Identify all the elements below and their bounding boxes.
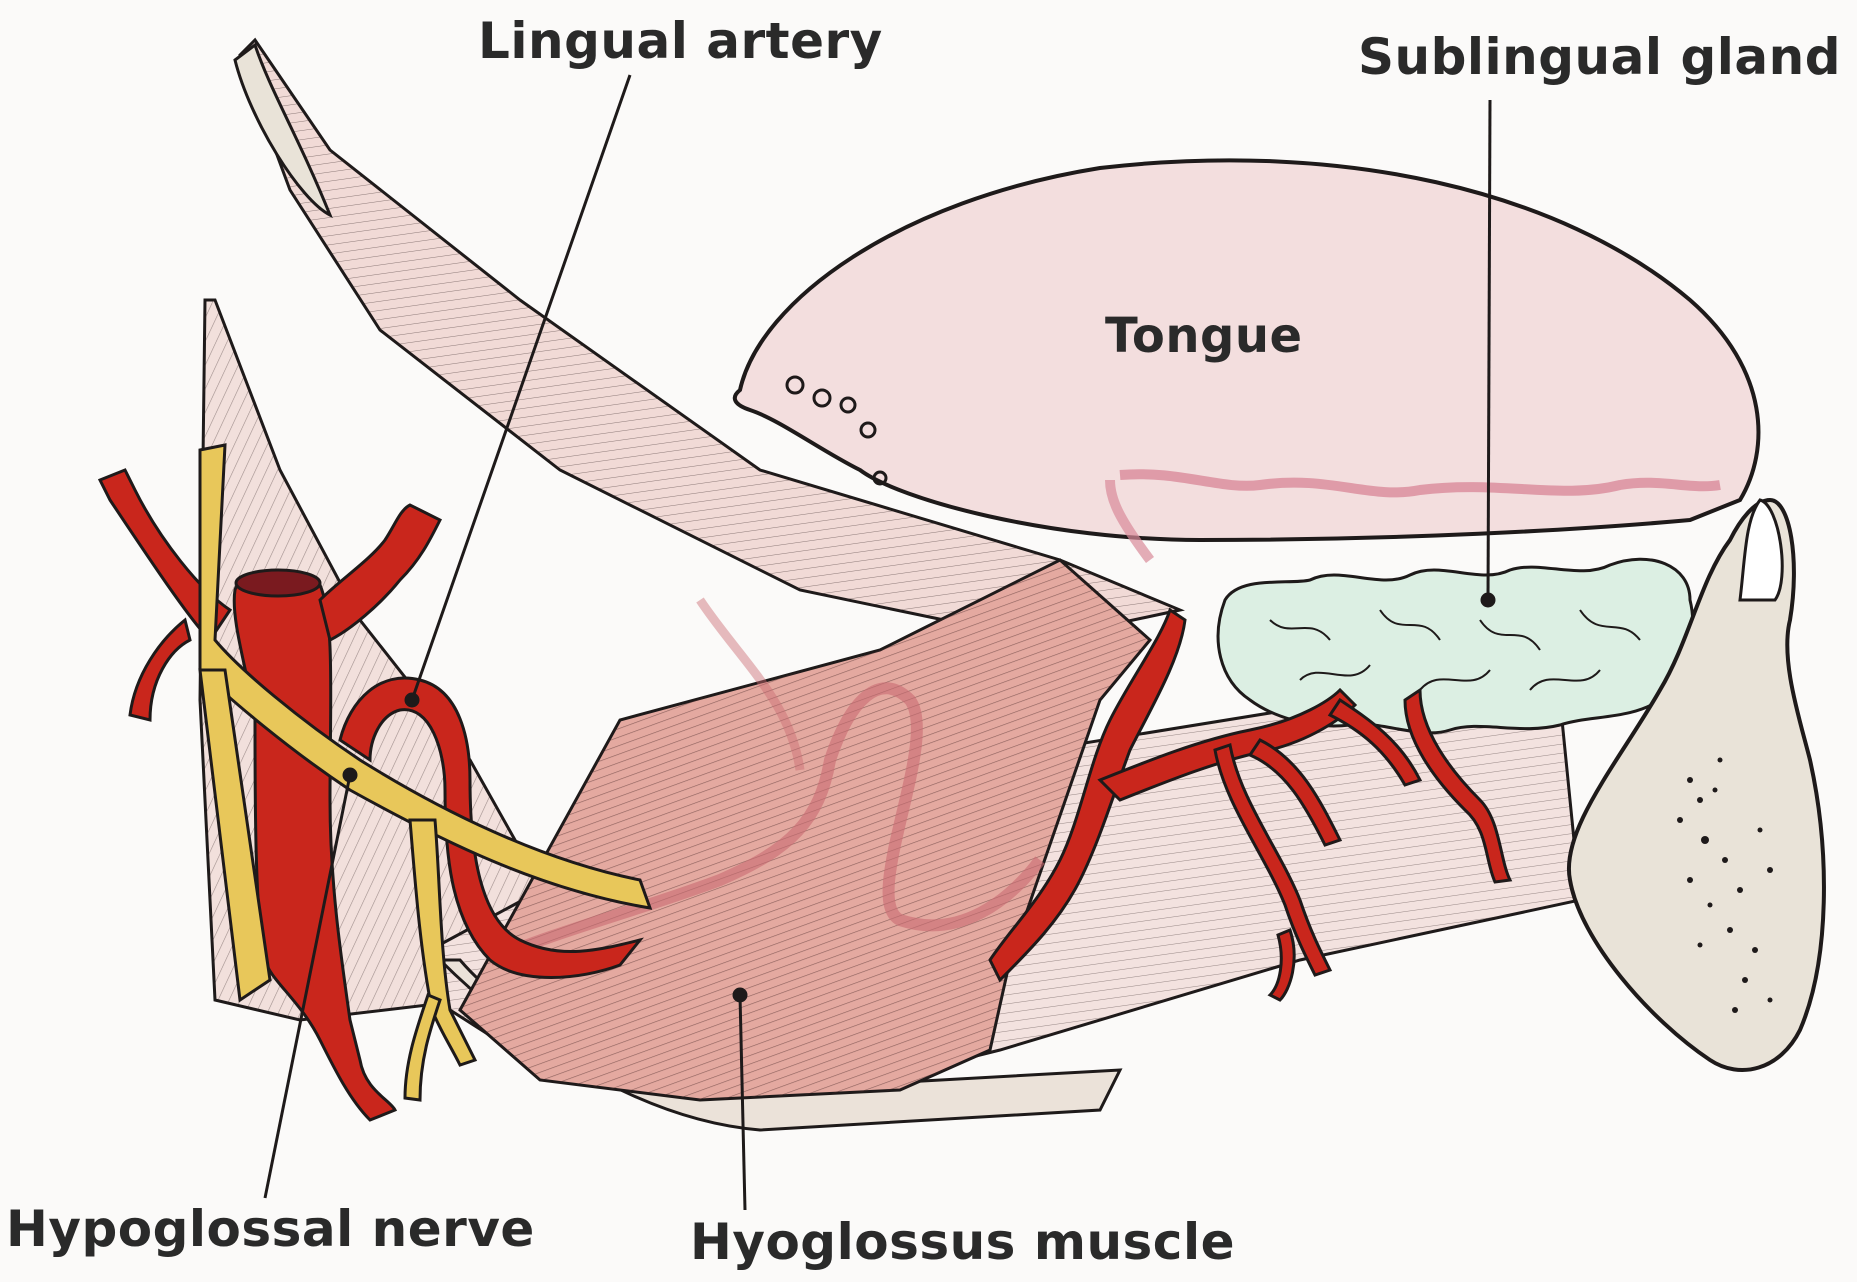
hypoglossal-nerve-label: Hypoglossal nerve	[6, 1200, 535, 1258]
tongue-label: Tongue	[1105, 308, 1303, 364]
sublingual-gland-label: Sublingual gland	[1358, 28, 1841, 86]
lingual-artery-label: Lingual artery	[478, 12, 883, 70]
sublingual-gland-pointer	[1488, 100, 1490, 600]
sublingual-gland-shape	[1218, 559, 1693, 733]
hyoglossus-muscle-label: Hyoglossus muscle	[690, 1213, 1235, 1271]
